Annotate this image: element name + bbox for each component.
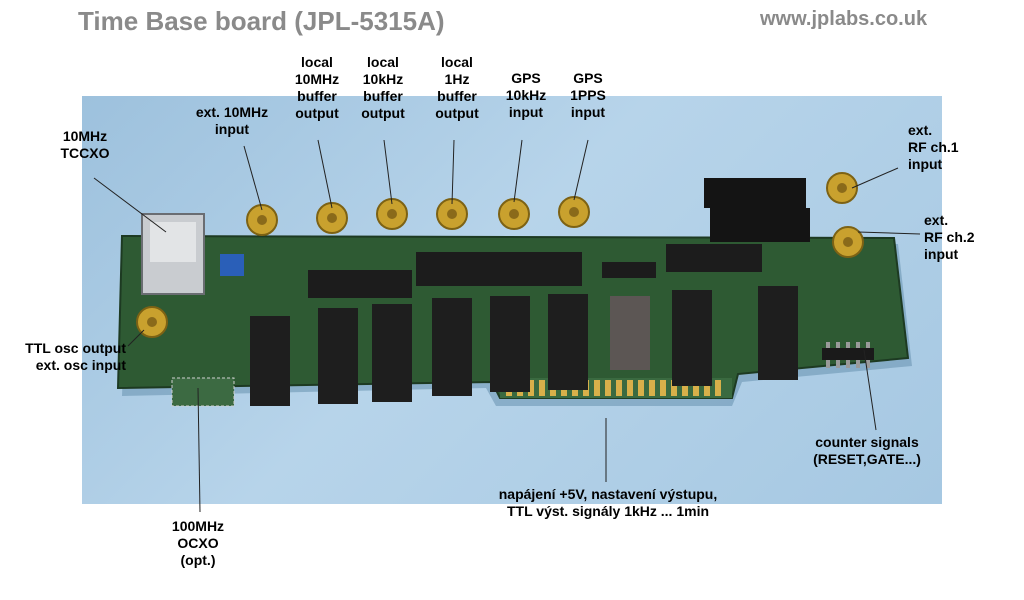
- label-local-10mhz-output: local 10MHz buffer output: [294, 54, 340, 121]
- website-url: www.jplabs.co.uk: [760, 8, 928, 30]
- label-tccxo: 10MHz TCCXO: [60, 128, 110, 161]
- page-title: Time Base board (JPL-5315A): [78, 6, 445, 36]
- board-photo: [82, 96, 942, 504]
- relay: [710, 208, 810, 242]
- label-rf-ch2-input: ext. RF ch.2 input: [924, 212, 975, 262]
- label-power-connector: napájení +5V, nastavení výstupu, TTL výs…: [498, 486, 718, 519]
- label-rf-ch1-input: ext. RF ch.1 input: [908, 122, 959, 172]
- label-local-1hz-output: local 1Hz buffer output: [435, 54, 479, 121]
- board-illustration: [116, 172, 912, 407]
- label-gps-10khz-input: GPS 10kHz input: [505, 70, 547, 120]
- label-counter-signals: counter signals (RESET,GATE...): [813, 434, 921, 467]
- relay: [704, 178, 806, 208]
- label-local-10khz-output: local 10kHz buffer output: [361, 54, 405, 121]
- label-ext-10mhz-input: ext. 10MHz input: [195, 104, 269, 137]
- label-ttl-osc: TTL osc output ext. osc input: [25, 340, 126, 373]
- label-gps-1pps-input: GPS 1PPS input: [570, 70, 606, 120]
- label-ocxo: 100MHz OCXO (opt.): [171, 518, 225, 568]
